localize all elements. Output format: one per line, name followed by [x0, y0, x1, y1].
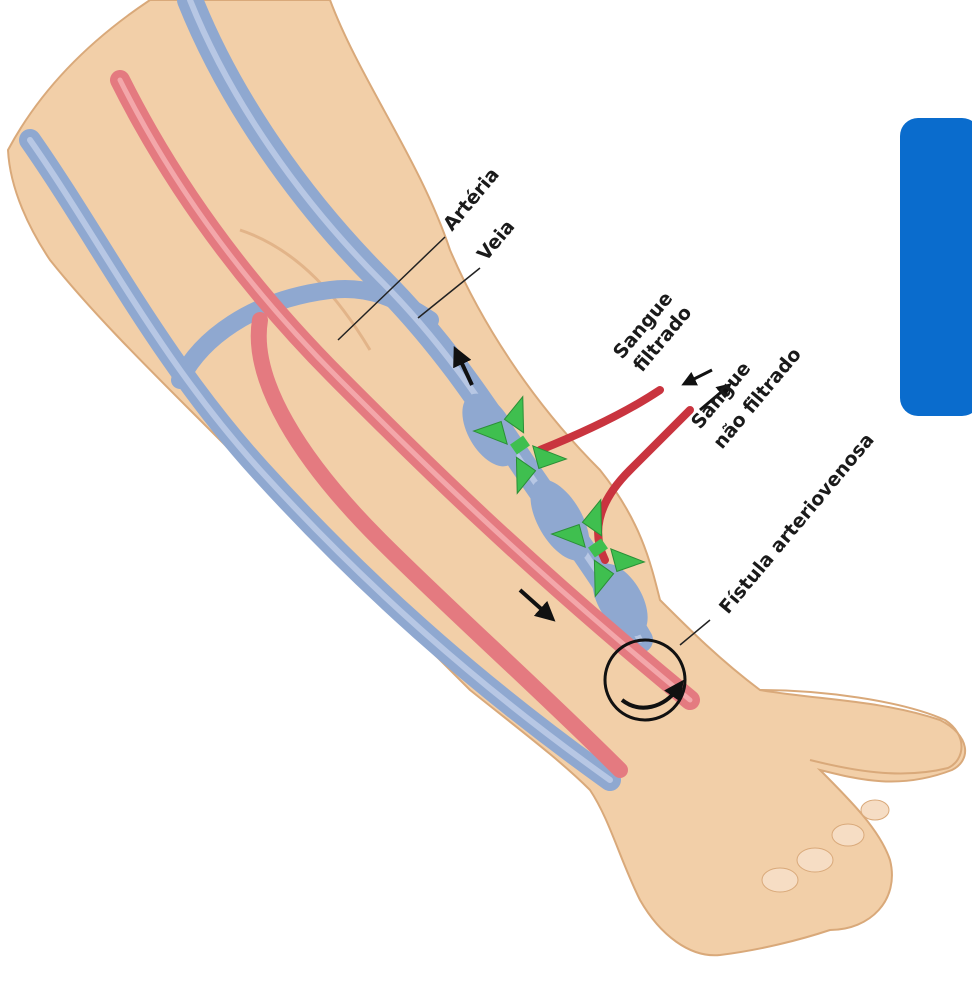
fingernail	[797, 848, 833, 872]
blue-brand-block	[900, 118, 972, 416]
fingernail	[861, 800, 889, 820]
label-fistula: Fístula arteriovenosa	[715, 429, 879, 618]
label-vein: Veia	[473, 216, 519, 265]
arrow-icon	[688, 370, 712, 382]
tube-filtered	[540, 390, 660, 450]
fingernail	[762, 868, 798, 892]
fingernail	[832, 824, 864, 846]
